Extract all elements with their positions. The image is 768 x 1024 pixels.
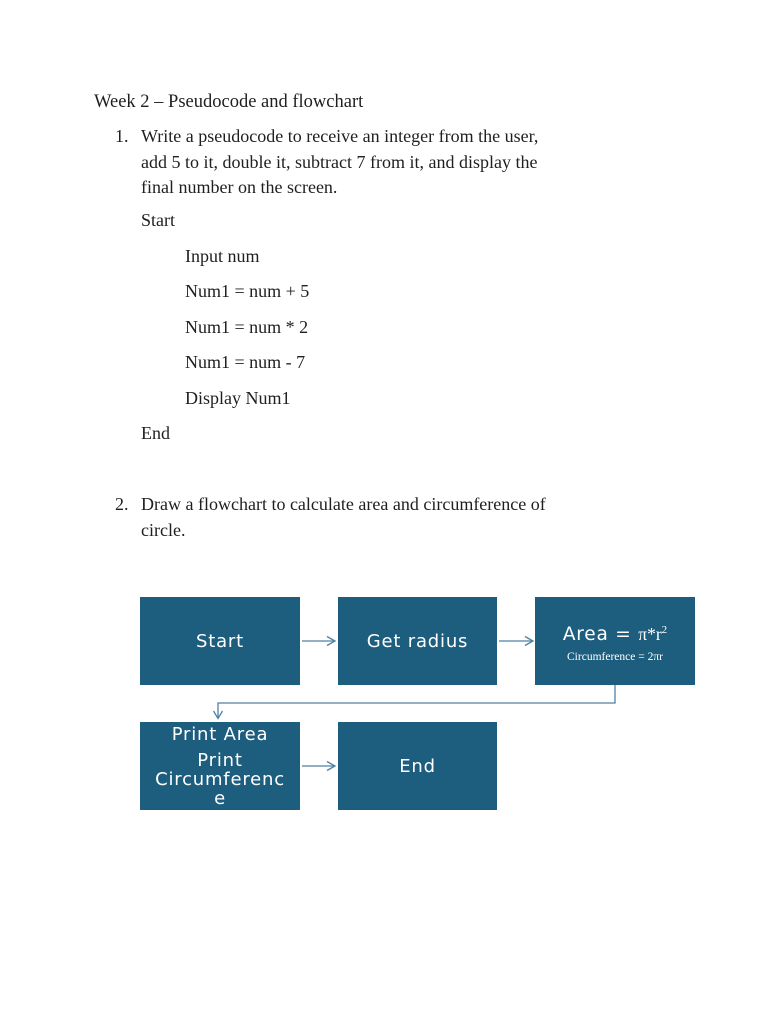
pseudocode-start: Start [141, 210, 175, 230]
pseudocode-line: Num1 = num - 7 [185, 352, 306, 372]
pseudocode-block: Start Input num Num1 = num + 5 Num1 = nu… [141, 211, 309, 460]
question-1-line: add 5 to it, double it, subtract 7 from … [141, 151, 538, 172]
question-1: 1. Write a pseudocode to receive an inte… [115, 124, 538, 201]
question-1-line: final number on the screen. [141, 177, 338, 197]
area-formula-base: π*r [638, 623, 662, 644]
question-2-number: 2. [115, 494, 129, 514]
question-1-text: Write a pseudocode to receive an integer… [141, 124, 538, 201]
flowchart-box-end: End [338, 722, 497, 810]
question-2-text: Draw a flowchart to calculate area and c… [141, 492, 546, 543]
question-2-line: Draw a flowchart to calculate area and c… [141, 494, 546, 514]
page-title: Week 2 – Pseudocode and flowchart [94, 92, 364, 112]
pseudocode-line: Display Num1 [185, 387, 291, 408]
print-area-label: Print Area [171, 723, 269, 745]
pseudocode-line: Num1 = num * 2 [185, 316, 309, 337]
flowchart-box-end-label: End [399, 755, 436, 777]
question-1-number: 1. [115, 126, 129, 146]
area-formula: π*r2 [638, 624, 667, 644]
area-formula-exponent: 2 [661, 624, 668, 637]
question-2: 2. Draw a flowchart to calculate area an… [115, 492, 546, 543]
pseudocode-line: Input num [185, 245, 260, 266]
circumference-formula-line: Circumference = 2πr [567, 650, 663, 663]
arrowhead-icon [524, 635, 535, 647]
area-formula-line: Area = π*r2 [563, 619, 667, 646]
flowchart: Start Get radius Area = π*r2 Circumferen… [0, 597, 768, 813]
print-circumference-line: Print [197, 749, 243, 771]
pseudocode-end: End [141, 423, 170, 443]
pseudocode-line: Num1 = num + 5 [185, 281, 310, 301]
question-1-line: Write a pseudocode to receive an integer… [141, 126, 539, 146]
print-circumference-line: e [214, 787, 226, 809]
flowchart-box-print: Print Area Print Circumferenc e [140, 722, 300, 810]
print-circumference-line: Circumferenc [155, 768, 285, 790]
flowchart-box-area: Area = π*r2 Circumference = 2πr [535, 597, 695, 685]
arrowhead-icon [326, 760, 337, 772]
flowchart-box-start-label: Start [196, 630, 244, 652]
arrowhead-down-icon [212, 710, 224, 720]
flowchart-box-get-radius: Get radius [338, 597, 497, 685]
arrowhead-icon [326, 635, 337, 647]
flowchart-box-get-radius-label: Get radius [366, 630, 469, 652]
question-2-line: circle. [141, 519, 186, 540]
elbow-connector [217, 685, 616, 717]
area-label-prefix: Area = [562, 623, 639, 645]
flowchart-connectors [212, 635, 616, 772]
flowchart-box-start: Start [140, 597, 300, 685]
print-circumference-label: Print Circumferenc e [155, 751, 285, 808]
